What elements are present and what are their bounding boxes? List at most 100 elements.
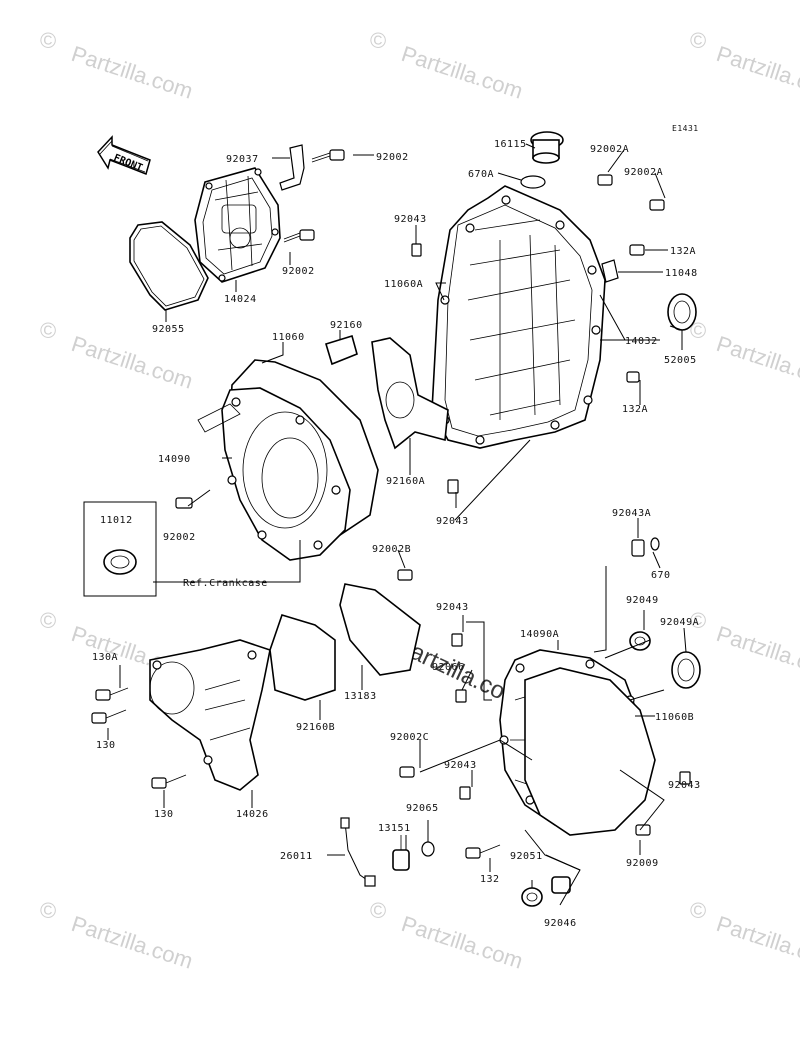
label-92002: 92002 bbox=[376, 152, 409, 163]
lead-26011 bbox=[340, 817, 376, 887]
label-92043: 92043 bbox=[668, 780, 701, 791]
watermark-text: Partzilla.com bbox=[68, 331, 195, 394]
label-92043A: 92043A bbox=[612, 508, 651, 519]
label-92002A: 92002A bbox=[590, 144, 629, 155]
clamp-11048 bbox=[601, 259, 619, 283]
label-92051: 92051 bbox=[510, 851, 543, 862]
label-92002: 92002 bbox=[282, 266, 315, 277]
dowel-92043-c bbox=[451, 633, 463, 647]
dowel-92043A bbox=[631, 539, 645, 557]
label-52005: 52005 bbox=[664, 355, 697, 366]
label-14032: 14032 bbox=[625, 336, 658, 347]
dowel-92043-2 bbox=[447, 479, 459, 494]
watermark: © bbox=[40, 318, 56, 343]
label-130: 130 bbox=[154, 809, 174, 820]
switch-13151 bbox=[392, 835, 410, 871]
cover-14090 bbox=[197, 387, 351, 561]
label-92049A: 92049A bbox=[660, 617, 699, 628]
bolt-92002 bbox=[311, 149, 345, 163]
label-11060B: 11060B bbox=[655, 712, 694, 723]
label-92046: 92046 bbox=[544, 918, 577, 929]
label-92002A: 92002A bbox=[624, 167, 663, 178]
watermark: © bbox=[40, 898, 56, 923]
bearing-92046 bbox=[551, 876, 571, 894]
label-13151: 13151 bbox=[378, 823, 411, 834]
label-11012: 11012 bbox=[100, 515, 133, 526]
watermark: © bbox=[40, 608, 56, 633]
label-92160B: 92160B bbox=[296, 722, 335, 733]
label-92049: 92049 bbox=[626, 595, 659, 606]
label-670A: 670A bbox=[468, 169, 494, 180]
watermark: © bbox=[690, 898, 706, 923]
watermark-text: Partzilla.com bbox=[713, 621, 800, 684]
dowel-92043 bbox=[411, 243, 422, 257]
watermark-text: Partzilla.com bbox=[713, 911, 800, 974]
label-92002: 92002 bbox=[163, 532, 196, 543]
label-92009: 92009 bbox=[626, 858, 659, 869]
label-14090A: 14090A bbox=[520, 629, 559, 640]
dowel-92043-d bbox=[459, 786, 471, 800]
damper-92160 bbox=[325, 334, 358, 366]
washer-92065 bbox=[421, 841, 435, 857]
label-92065: 92065 bbox=[406, 803, 439, 814]
label-92043: 92043 bbox=[444, 760, 477, 771]
cover-14026 bbox=[149, 639, 271, 791]
label-132A: 132A bbox=[670, 246, 696, 257]
watermark-text: Partzilla.com bbox=[68, 911, 195, 974]
ref-crankcase-label: Ref.Crankcase bbox=[183, 578, 268, 589]
bolt-92002-mid bbox=[283, 229, 315, 243]
label-92160A: 92160A bbox=[386, 476, 425, 487]
label-13183: 13183 bbox=[344, 691, 377, 702]
watermark-layer: © Partzilla.com © Partzilla.com © Partzi… bbox=[40, 28, 800, 974]
front-arrow-icon: FRONT bbox=[97, 135, 151, 175]
watermark: © bbox=[370, 28, 386, 53]
label-16115: 16115 bbox=[494, 139, 527, 150]
bolt-132 bbox=[465, 847, 481, 859]
label-14026: 14026 bbox=[236, 809, 269, 820]
watermark-text: Partzilla.com bbox=[713, 331, 800, 394]
ref-box bbox=[83, 501, 157, 597]
watermark: © bbox=[690, 318, 706, 343]
label-92066: 92066 bbox=[432, 662, 465, 673]
bolt-92002C bbox=[399, 766, 415, 778]
watermark: © bbox=[690, 28, 706, 53]
watermark-text: Partzilla.com bbox=[398, 911, 525, 974]
o-ring-670 bbox=[650, 537, 660, 551]
watermark-text: Partzilla.com bbox=[68, 41, 195, 104]
oil-cap-16115 bbox=[530, 131, 564, 164]
bracket-92037 bbox=[279, 144, 305, 191]
label-92043: 92043 bbox=[394, 214, 427, 225]
bolt-132A-2 bbox=[626, 371, 640, 383]
seal-92049A bbox=[671, 651, 701, 689]
bolt-130-2 bbox=[151, 777, 167, 789]
bolt-92002-low bbox=[175, 497, 193, 509]
label-92055: 92055 bbox=[152, 324, 185, 335]
diagram-code: E1431 bbox=[672, 124, 699, 133]
label-92002C: 92002C bbox=[390, 732, 429, 743]
label-92160: 92160 bbox=[330, 320, 363, 331]
watermark-text: Partzilla.com bbox=[398, 41, 525, 104]
damper-92160B bbox=[269, 614, 336, 701]
label-92043: 92043 bbox=[436, 516, 469, 527]
o-ring-670A bbox=[520, 175, 546, 189]
bolt-130 bbox=[91, 712, 107, 724]
watermark: © bbox=[40, 28, 56, 53]
label-130: 130 bbox=[96, 740, 116, 751]
bearing-92051 bbox=[521, 887, 543, 907]
bolt-132A bbox=[629, 244, 645, 256]
label-11060: 11060 bbox=[272, 332, 305, 343]
label-132A: 132A bbox=[622, 404, 648, 415]
label-92002B: 92002B bbox=[372, 544, 411, 555]
leader-lines bbox=[107, 143, 691, 906]
dowel-92066 bbox=[455, 689, 467, 703]
label-26011: 26011 bbox=[280, 851, 313, 862]
dowel-92043-e bbox=[679, 771, 691, 785]
bolt-92002B bbox=[397, 569, 413, 581]
cover-14024 bbox=[194, 167, 281, 283]
bolt-92009 bbox=[635, 824, 651, 836]
cover-14032 bbox=[431, 185, 606, 449]
bolt-130A bbox=[95, 689, 111, 701]
plate-13183 bbox=[339, 583, 421, 676]
